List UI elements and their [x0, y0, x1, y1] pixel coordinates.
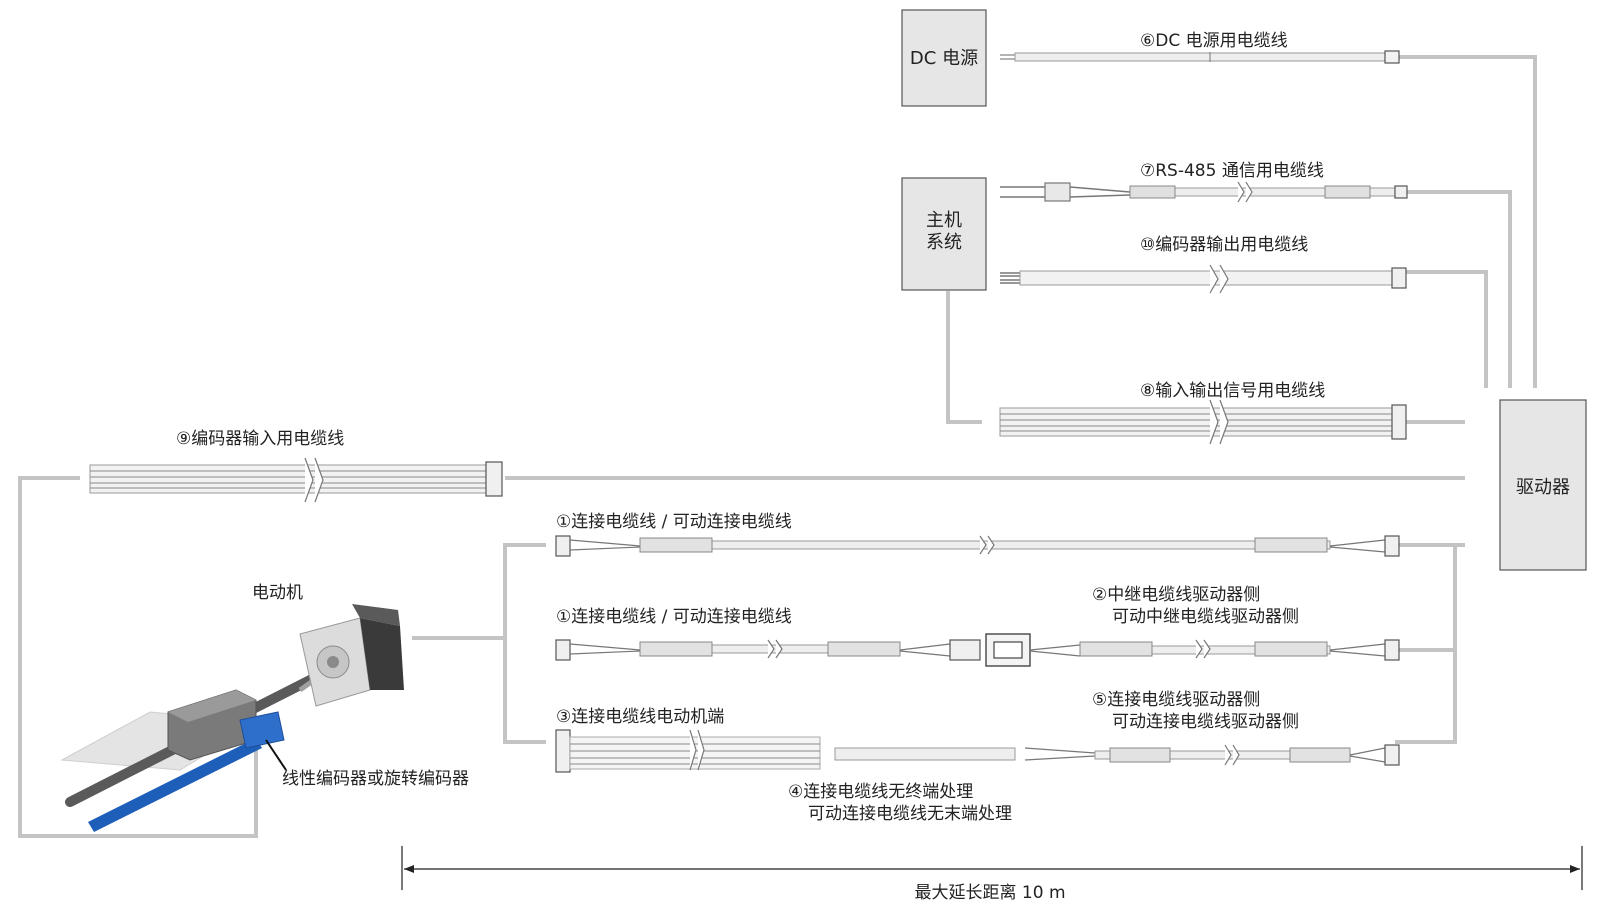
connector-lines — [18, 55, 1537, 838]
cable-7-drawing — [1000, 181, 1408, 203]
cable-2-label-line2: 可动中继电缆线驱动器侧 — [1112, 607, 1299, 627]
cable-8-drawing — [999, 399, 1407, 445]
cable-1b-label: ①连接电缆线 / 可动连接电缆线 — [556, 607, 792, 627]
cable-5-drawing — [1024, 744, 1400, 766]
driver-label: 驱动器 — [1516, 477, 1570, 498]
host-system-box: 主机 系统 — [901, 177, 987, 291]
cable-6-label: ⑥DC 电源用电缆线 — [1140, 31, 1288, 51]
motor-illustration — [60, 604, 404, 832]
cable-8-label: ⑧输入输出信号用电缆线 — [1140, 381, 1325, 401]
cable-4-label-line1: ④连接电缆线无终端处理 — [788, 782, 973, 802]
encoder-label: 线性编码器或旋转编码器 — [282, 769, 469, 789]
dc-power-label: DC 电源 — [910, 48, 978, 69]
cable-6-drawing — [1000, 50, 1400, 64]
cable-9-drawing — [89, 457, 503, 503]
motor-label: 电动机 — [252, 583, 303, 603]
cable-10-label: ⑩编码器输出用电缆线 — [1140, 235, 1308, 255]
cable-9-label: ⑨编码器输入用电缆线 — [176, 429, 344, 449]
cable-10-drawing — [999, 264, 1407, 294]
cable-2-drawing — [1029, 639, 1400, 661]
host-label-line1: 主机 — [926, 210, 962, 231]
cable-7-label: ⑦RS-485 通信用电缆线 — [1140, 161, 1324, 181]
cable-5-label-line2: 可动连接电缆线驱动器侧 — [1112, 712, 1299, 732]
cable-3-drawing — [555, 729, 821, 773]
dc-power-box: DC 电源 — [901, 9, 987, 107]
cable-1a-label: ①连接电缆线 / 可动连接电缆线 — [556, 512, 792, 532]
cable-4-drawing — [834, 747, 1016, 761]
driver-box: 驱动器 — [1499, 399, 1587, 571]
cable-2-label-line1: ②中继电缆线驱动器侧 — [1092, 585, 1260, 605]
cable-1a-drawing — [555, 535, 1400, 557]
distance-dimension — [401, 846, 1583, 890]
host-label-line2: 系统 — [926, 232, 962, 253]
cable-3-label: ③连接电缆线电动机端 — [556, 707, 724, 727]
distance-label: 最大延长距离 10 m — [915, 883, 1066, 903]
cable-1b-drawing — [555, 633, 1031, 667]
cable-4-label-line2: 可动连接电缆线无末端处理 — [808, 804, 1012, 824]
encoder-pointer — [265, 739, 287, 771]
cable-5-label-line1: ⑤连接电缆线驱动器侧 — [1092, 690, 1260, 710]
